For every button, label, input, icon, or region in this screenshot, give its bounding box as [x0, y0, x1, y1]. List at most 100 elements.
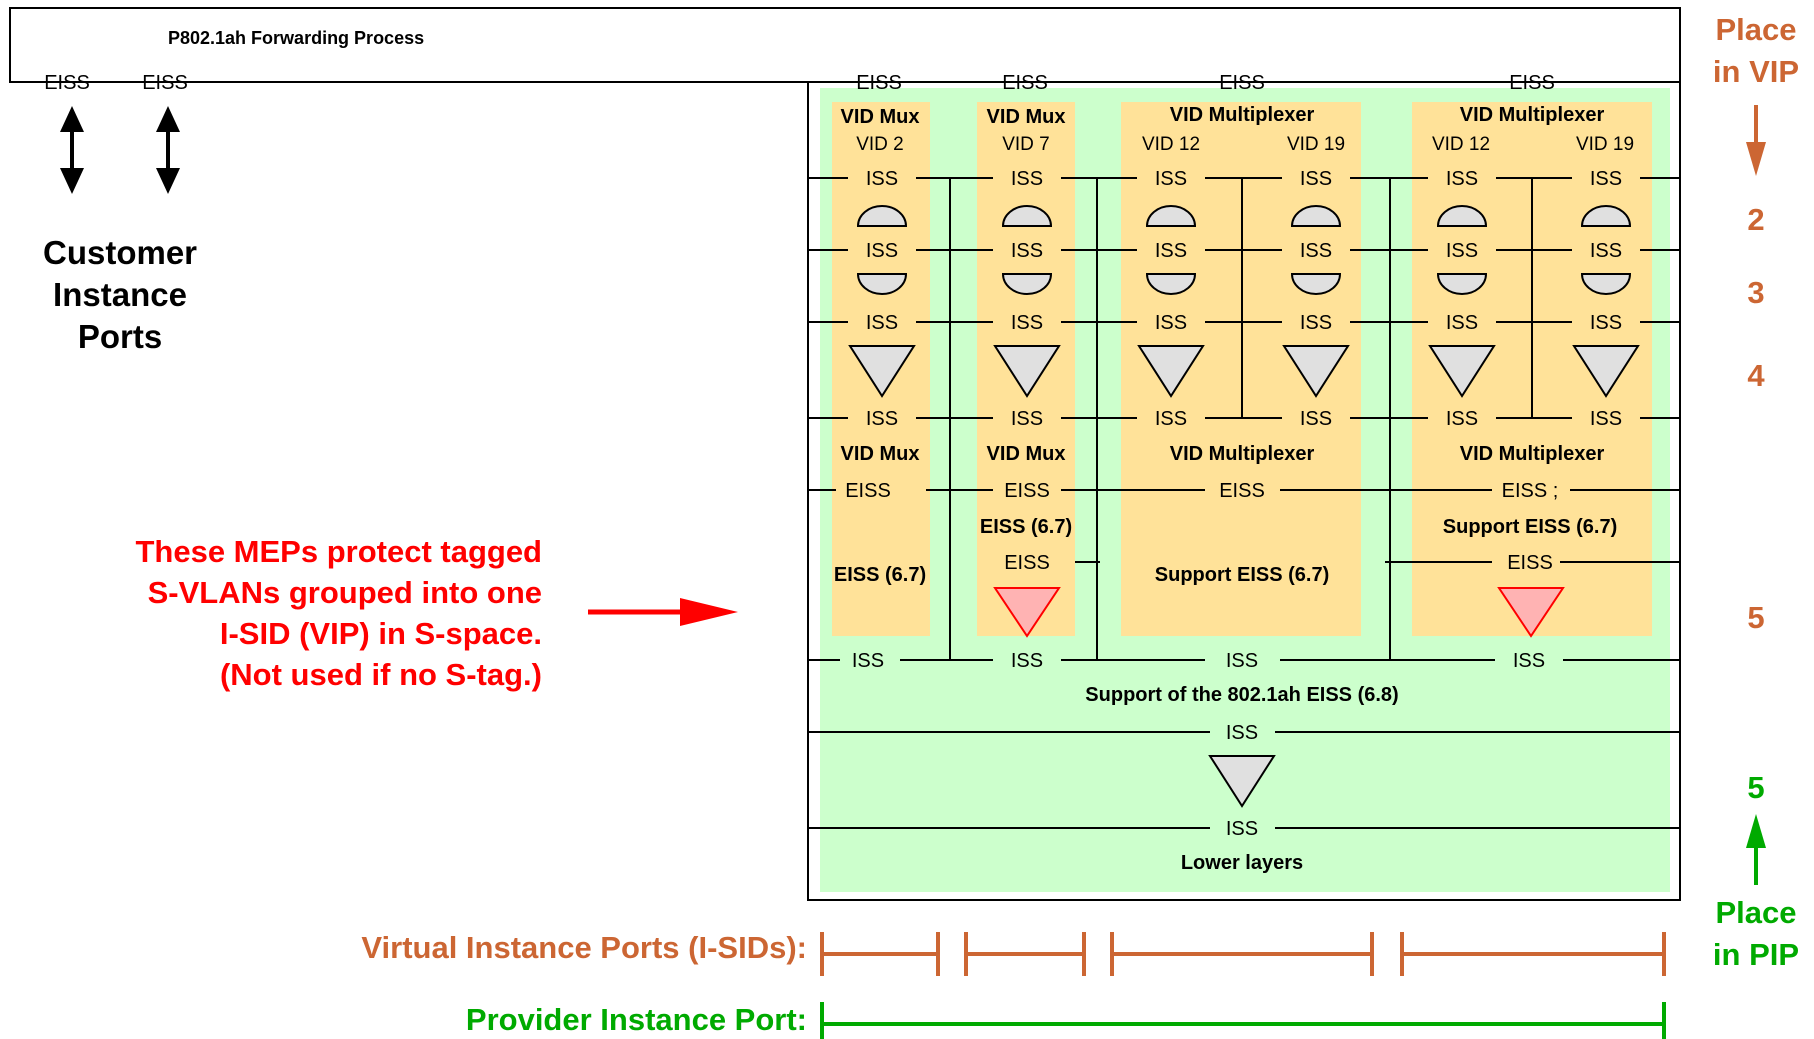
vip3-iss-bottom: ISS: [1226, 650, 1258, 672]
mep-down-triangle-icon: [1137, 345, 1205, 398]
iss-label: ISS: [1446, 312, 1478, 334]
place-pip-line-2: in PIP: [1713, 937, 1799, 972]
col2-eiss-bottom: EISS: [1004, 480, 1050, 502]
label-knockouts-green: [840, 650, 1563, 838]
col3-vid-multiplexer-bottom: VID Multiplexer: [1170, 443, 1315, 465]
mhf-up-icon: [856, 205, 908, 227]
place-vip-line-1: Place: [1715, 12, 1796, 47]
support-8021ah-label: Support of the 802.1ah EISS (6.8): [1085, 684, 1398, 706]
iss-label: ISS: [1300, 168, 1332, 190]
iss-row-1: ISS ISS ISS ISS ISS ISS: [866, 168, 1622, 190]
iss-row-2: ISS ISS ISS ISS ISS ISS: [866, 240, 1622, 262]
iss-row-3: ISS ISS ISS ISS ISS ISS: [866, 312, 1622, 334]
vip3-top-eiss: EISS: [1219, 72, 1265, 94]
mhf-down-icon: [1145, 273, 1197, 295]
pip-bracket: [820, 1002, 1666, 1039]
vertical-connectors: [949, 178, 1533, 660]
iss-label: ISS: [866, 240, 898, 262]
vip-down-arrow-head: [1746, 142, 1766, 176]
mhf-down-icon: [1580, 273, 1632, 295]
mhf-down-icon: [1290, 273, 1342, 295]
vip1-iss-bottom: ISS: [852, 650, 884, 672]
place-vip-line-2: in VIP: [1713, 54, 1799, 89]
pip-level-5: 5: [1747, 770, 1764, 805]
col4b-vid: VID 19: [1576, 134, 1634, 155]
vip-brackets: [820, 932, 1666, 976]
mep-down-triangle-icon: [1572, 345, 1640, 398]
col3a-vid: VID 12: [1142, 134, 1200, 155]
mhf-up-icon: [1001, 205, 1053, 227]
lower-layers-label: Lower layers: [1181, 852, 1303, 874]
iss-label: ISS: [1446, 240, 1478, 262]
col2-eiss-mep: EISS: [1004, 552, 1050, 574]
customer-arrow-2: [156, 106, 180, 194]
iss-label: ISS: [1300, 408, 1332, 430]
mhf-down-icon: [1436, 273, 1488, 295]
iss-label: ISS: [1011, 312, 1043, 334]
pip-legend-label: Provider Instance Port:: [466, 1002, 807, 1037]
customer-eiss-1: EISS: [44, 72, 90, 94]
iss-label: ISS: [1590, 240, 1622, 262]
iss-label: ISS: [1446, 168, 1478, 190]
mep-down-triangle-icon: [1282, 345, 1350, 398]
level-2: 2: [1747, 202, 1764, 237]
vip1-top-eiss: EISS: [856, 72, 902, 94]
col1-vid: VID 2: [856, 134, 904, 155]
iss-label: ISS: [1590, 168, 1622, 190]
protected-mep-icon: [1497, 587, 1565, 638]
col4-eiss-mep: EISS: [1507, 552, 1553, 574]
forwarding-process-box: [9, 7, 1681, 83]
col4a-vid: VID 12: [1432, 134, 1490, 155]
col2-eiss-67: EISS (6.7): [980, 516, 1072, 538]
iss-label: ISS: [1011, 168, 1043, 190]
mep-down-triangle-icon: [1428, 345, 1496, 398]
mhf-down-icon: [1001, 273, 1053, 295]
mhf-up-icon: [1290, 205, 1342, 227]
mhf-up-icon: [1436, 205, 1488, 227]
pip-iss-lower: ISS: [1226, 818, 1258, 840]
mep-down-triangle-icon: [848, 345, 916, 398]
col2-vid: VID 7: [1002, 134, 1050, 155]
col3b-vid: VID 19: [1287, 134, 1345, 155]
lower-mep-triangle-icon: [1208, 755, 1276, 808]
iss-label: ISS: [866, 408, 898, 430]
note-arrow: [588, 598, 738, 626]
mep-note: These MEPs protect tagged S-VLANs groupe…: [135, 534, 542, 692]
col2-vid-mux-bottom: VID Mux: [987, 443, 1066, 465]
iss-label: ISS: [1300, 240, 1332, 262]
iss-label: ISS: [866, 312, 898, 334]
col1-eiss-67: EISS (6.7): [834, 564, 926, 586]
col1-eiss-bottom: EISS: [845, 480, 891, 502]
customer-eiss-2: EISS: [142, 72, 188, 94]
col2-vid-mux-top: VID Mux: [987, 106, 1066, 128]
col3-eiss-bottom: EISS: [1219, 480, 1265, 502]
forwarding-process-title: P802.1ah Forwarding Process: [168, 28, 424, 48]
customer-heading-line-3: Ports: [78, 318, 162, 355]
iss-label: ISS: [1590, 408, 1622, 430]
iss-label: ISS: [1300, 312, 1332, 334]
vip2-iss-bottom: ISS: [1011, 650, 1043, 672]
col4-vid-multiplexer-bottom: VID Multiplexer: [1460, 443, 1605, 465]
label-knockouts: [836, 168, 1640, 572]
iss-label: ISS: [1011, 240, 1043, 262]
col1-vid-mux-top: VID Mux: [841, 106, 920, 128]
pip-up-arrow-head: [1746, 814, 1766, 848]
level-3: 3: [1747, 275, 1764, 310]
col4-eiss-bottom: EISS ;: [1502, 480, 1559, 502]
iss-label: ISS: [866, 168, 898, 190]
level-4: 4: [1747, 358, 1765, 393]
mhf-up-icon: [1145, 205, 1197, 227]
iss-label: ISS: [1155, 408, 1187, 430]
note-line-2: S-VLANs grouped into one: [148, 575, 542, 610]
vip-legend-label: Virtual Instance Ports (I-SIDs):: [361, 930, 807, 965]
mep-down-triangle-icon: [993, 345, 1061, 398]
col3-support-eiss-67: Support EISS (6.7): [1155, 564, 1329, 586]
customer-heading-line-1: Customer: [43, 234, 197, 271]
iss-label: ISS: [1155, 168, 1187, 190]
vip4-top-eiss: EISS: [1509, 72, 1555, 94]
mep-shapes: [848, 205, 1640, 808]
right-axis: Place in VIP 2 3 4 5 5 Place in PIP: [1713, 12, 1799, 972]
col3-vid-multiplexer-top: VID Multiplexer: [1170, 104, 1315, 126]
protected-mep-icon: [993, 587, 1061, 638]
